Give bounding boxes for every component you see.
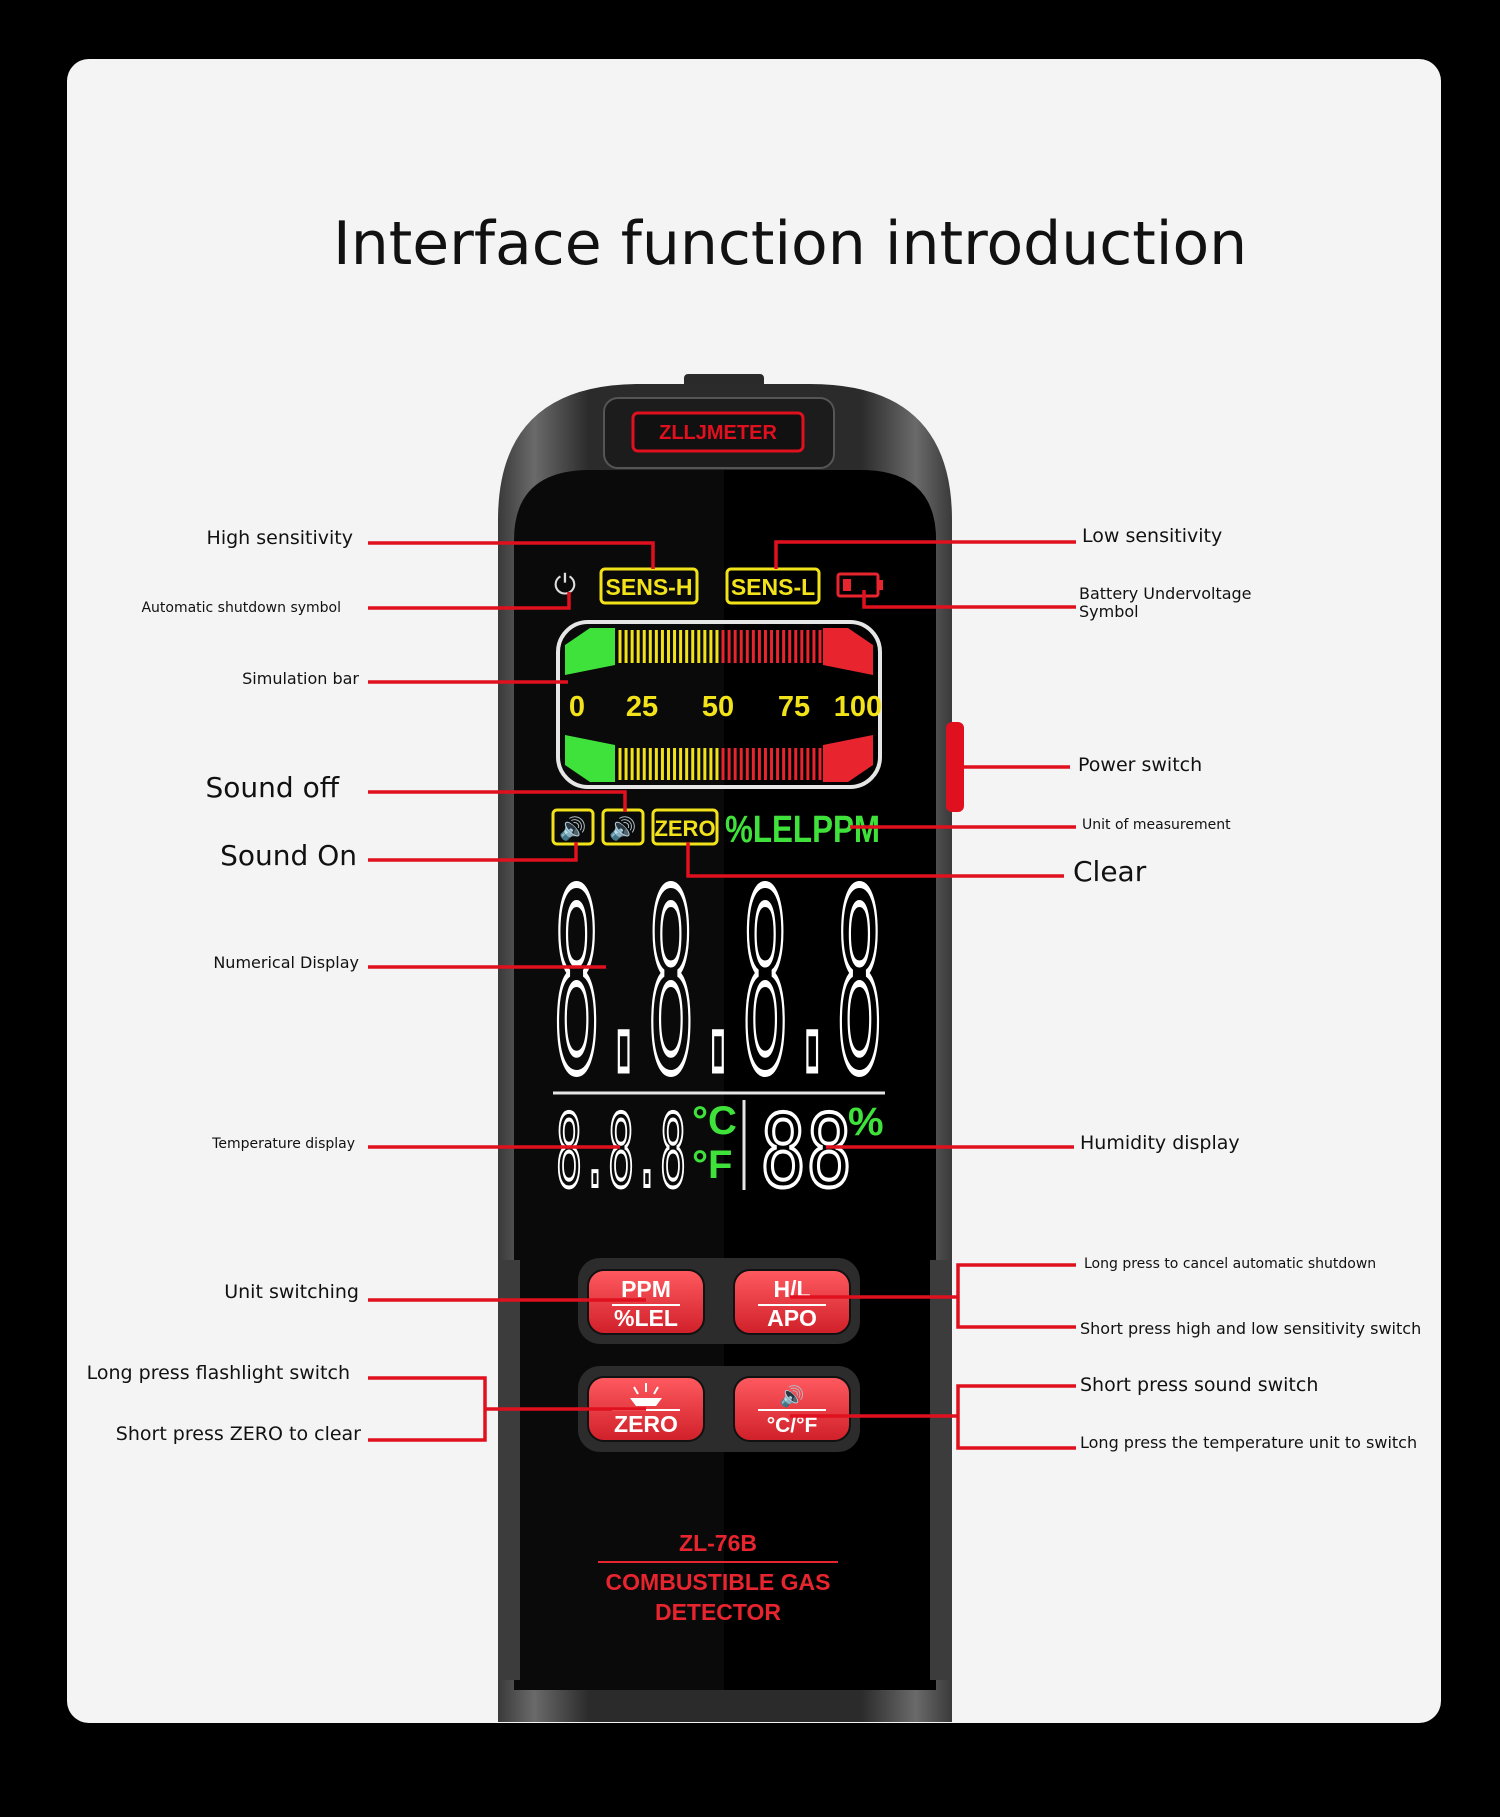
flashlight-icon [630, 1383, 662, 1406]
label-humidity-display: Humidity display [1080, 1132, 1240, 1154]
leader-hl-apo [956, 1263, 1076, 1329]
device-side-left [498, 1260, 520, 1680]
zero-indicator: ZERO [654, 816, 715, 841]
unit-indicator: %LELPPM [725, 809, 880, 851]
ppm-button-bottom-label: %LEL [614, 1305, 678, 1331]
model-number: ZL-76B [679, 1530, 757, 1556]
label-low-sensitivity: Low sensitivity [1082, 525, 1223, 547]
leader-sound-off [368, 790, 627, 812]
label-power-switch: Power switch [1078, 754, 1203, 776]
label-temp-unit-switch: Long press the temperature unit to switc… [1080, 1433, 1418, 1452]
ppm-button-top-label: PPM [621, 1276, 671, 1302]
brand-badge [631, 411, 805, 453]
scale-label-100: 100 [834, 691, 882, 723]
label-flashlight-switch: Long press flashlight switch [86, 1362, 350, 1384]
sim-bar-green-bottom [565, 735, 615, 782]
sound-on-icon: 🔊 [559, 815, 586, 842]
brand-logo-text: ZLLJMETER [659, 422, 777, 444]
sens-l-box [725, 567, 821, 605]
label-unit-switching: Unit switching [224, 1281, 359, 1303]
label-battery-undervoltage: Battery Undervoltage Symbol [1079, 584, 1252, 622]
scale-label-50: 50 [702, 691, 734, 723]
simulation-bar-frame [556, 620, 882, 789]
label-sound-on: Sound On [220, 839, 357, 872]
sim-bar-green-top [565, 628, 615, 675]
leader-sound-on [368, 842, 578, 862]
label-sensitivity-switch: Short press high and low sensitivity swi… [1080, 1319, 1422, 1338]
sens-h-indicator: SENS-H [606, 574, 693, 600]
scale-label-0: 0 [569, 691, 585, 723]
leader-lines [368, 540, 1076, 1450]
sound-on-box [551, 808, 595, 846]
power-switch[interactable] [946, 722, 964, 812]
leader-auto-shutdown [368, 592, 571, 610]
label-auto-shutdown: Automatic shutdown symbol [141, 600, 341, 616]
temperature-display: 8.8.8 [556, 1093, 686, 1210]
temp-button-label: °C/°F [767, 1414, 818, 1437]
simulation-bar: 0 25 50 75 100 [556, 620, 882, 789]
label-battery-line2: Symbol [1079, 602, 1139, 622]
humidity-display: 88 [760, 1093, 852, 1210]
leader-low-sensitivity [774, 540, 1076, 569]
device-side-right [930, 1260, 952, 1680]
leader-high-sensitivity [368, 541, 655, 569]
product-name-line2: DETECTOR [655, 1599, 781, 1625]
battery-low-icon [836, 572, 883, 598]
label-sound-switch: Short press sound switch [1080, 1374, 1319, 1396]
leader-sound-temp [956, 1384, 1076, 1450]
detector-device: ZLLJMETER ⏻ SENS-H SENS-L 0 25 50 75 100 [498, 374, 964, 1722]
sound-off-icon: 🔊 [609, 815, 636, 842]
zero-button-label: ZERO [614, 1411, 678, 1437]
sim-bar-red-top [823, 628, 873, 675]
label-high-sensitivity: High sensitivity [206, 527, 353, 549]
label-temperature-display: Temperature display [212, 1136, 355, 1152]
zero-badge-box [651, 808, 719, 846]
hl-apo-button[interactable]: H/L APO [733, 1269, 851, 1335]
humidity-unit: % [848, 1100, 884, 1144]
page-title: Interface function introduction [333, 209, 1248, 279]
label-clear: Clear [1073, 855, 1147, 888]
product-name-line1: COMBUSTIBLE GAS [606, 1569, 831, 1595]
label-simulation-bar: Simulation bar [242, 669, 359, 688]
leader-battery [862, 590, 1076, 609]
ppm-lel-button[interactable]: PPM %LEL [587, 1269, 705, 1335]
label-cancel-auto-shutdown: Long press to cancel automatic shutdown [1084, 1256, 1377, 1272]
scale-label-25: 25 [626, 691, 658, 723]
numerical-display: 8.8.8.8 [553, 838, 883, 1129]
label-numerical-display: Numerical Display [213, 953, 359, 972]
label-zero-clear: Short press ZERO to clear [115, 1423, 361, 1445]
hl-button-bottom-label: APO [767, 1305, 817, 1331]
simulation-bar-ticks [618, 630, 822, 780]
temperature-unit-c: °C [692, 1099, 737, 1143]
temperature-unit-f: °F [692, 1143, 732, 1187]
leader-clear [686, 842, 1064, 878]
sim-bar-red-bottom [823, 735, 873, 782]
scale-label-75: 75 [778, 691, 810, 723]
label-sound-off: Sound off [205, 771, 340, 804]
sens-h-box [599, 567, 699, 605]
label-battery-line1: Battery Undervoltage [1079, 584, 1252, 603]
sens-l-indicator: SENS-L [731, 574, 815, 600]
sound-off-box [601, 808, 645, 846]
auto-shutdown-icon: ⏻ [554, 568, 576, 601]
leader-flashlight-zero [368, 1376, 487, 1442]
sound-temp-button[interactable]: 🔊 °C/°F [733, 1376, 851, 1442]
speaker-icon: 🔊 [780, 1384, 805, 1408]
label-unit-of-measurement: Unit of measurement [1082, 817, 1231, 833]
